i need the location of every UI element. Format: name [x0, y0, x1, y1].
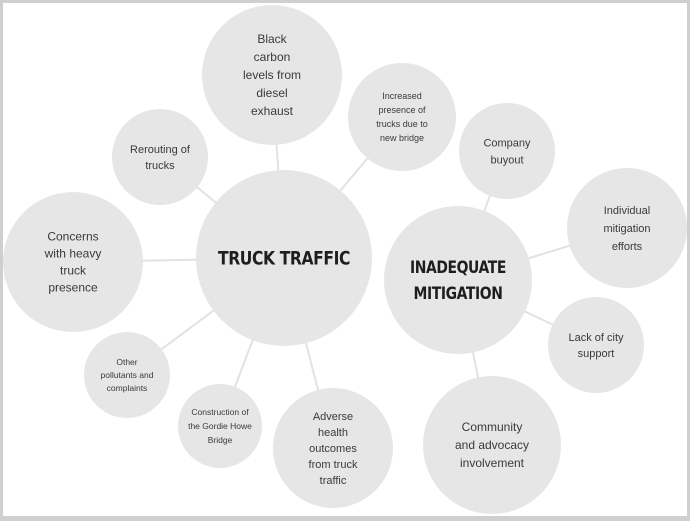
bubble-gordie-howe	[178, 384, 262, 468]
node-label-concerns-heavy-truck: truck	[60, 264, 87, 278]
node-label-concerns-heavy-truck: with heavy	[44, 247, 102, 261]
node-concerns-heavy-truck: Concerns with heavy truck presence	[3, 192, 143, 332]
node-label-lack-city-support: Lack of city	[568, 332, 624, 344]
node-label-black-carbon: Black	[257, 32, 287, 46]
node-individual-mitigation: Individual mitigation efforts	[567, 168, 687, 288]
node-label-other-pollutants: complaints	[107, 383, 148, 393]
bubble-truck-traffic	[196, 170, 372, 346]
node-label-gordie-howe: the Gordie Howe	[188, 421, 252, 431]
diagram-canvas: TRUCK TRAFFIC INADEQUATE MITIGATION Black ca…	[3, 3, 687, 516]
hub-label-inadequate-mitigation: INADEQUATE	[410, 258, 506, 278]
bubble-company-buyout	[459, 103, 555, 199]
bubble-inadequate-mitigation	[384, 206, 532, 354]
node-label-community-advocacy: and advocacy	[455, 438, 529, 452]
node-label-gordie-howe: Construction of	[191, 407, 249, 417]
node-label-gordie-howe: Bridge	[208, 435, 233, 445]
node-label-increased-presence: Increased	[382, 91, 422, 101]
node-label-rerouting: trucks	[145, 160, 175, 172]
node-other-pollutants: Other pollutants and complaints	[84, 332, 170, 418]
node-company-buyout: Company buyout	[459, 103, 555, 199]
node-label-lack-city-support: support	[578, 348, 615, 360]
node-label-adverse-health: Adverse	[313, 411, 353, 423]
bubble-individual-mitigation	[567, 168, 687, 288]
node-label-adverse-health: from truck	[309, 459, 358, 471]
bubble-black-carbon	[202, 5, 342, 145]
node-adverse-health: Adverse health outcomes from truck traffic	[273, 388, 393, 508]
hub-label-truck-traffic: TRUCK TRAFFIC	[218, 248, 350, 270]
node-label-community-advocacy: Community	[462, 420, 523, 434]
node-rerouting: Rerouting of trucks	[112, 109, 208, 205]
node-label-increased-presence: trucks due to	[376, 119, 428, 129]
node-increased-presence: Increased presence of trucks due to new bri…	[348, 63, 456, 171]
node-black-carbon: Black carbon levels from diesel exhaust	[202, 5, 342, 145]
node-label-company-buyout: buyout	[490, 154, 523, 166]
node-label-individual-mitigation: mitigation	[603, 223, 650, 235]
bubble-diagram: TRUCK TRAFFIC INADEQUATE MITIGATION Black ca…	[3, 5, 687, 514]
node-label-black-carbon: carbon	[254, 50, 291, 64]
node-lack-city-support: Lack of city support	[548, 297, 644, 393]
node-label-concerns-heavy-truck: Concerns	[47, 230, 98, 244]
node-label-community-advocacy: involvement	[460, 456, 525, 470]
node-label-increased-presence: presence of	[378, 105, 426, 115]
bubble-lack-city-support	[548, 297, 644, 393]
node-label-individual-mitigation: efforts	[612, 241, 643, 253]
bubble-concerns-heavy-truck	[3, 192, 143, 332]
bubble-increased-presence	[348, 63, 456, 171]
node-label-increased-presence: new bridge	[380, 133, 424, 143]
node-label-adverse-health: health	[318, 427, 348, 439]
node-label-other-pollutants: Other	[116, 357, 137, 367]
bubble-rerouting	[112, 109, 208, 205]
hub-inadequate-mitigation: INADEQUATE MITIGATION	[384, 206, 532, 354]
node-label-individual-mitigation: Individual	[604, 205, 650, 217]
node-label-black-carbon: diesel	[256, 86, 287, 100]
node-label-black-carbon: exhaust	[251, 104, 294, 118]
bubble-adverse-health	[273, 388, 393, 508]
bubble-other-pollutants	[84, 332, 170, 418]
node-label-rerouting: Rerouting of	[130, 144, 191, 156]
node-label-company-buyout: Company	[483, 137, 531, 149]
node-label-black-carbon: levels from	[243, 68, 301, 82]
hub-label-inadequate-mitigation: MITIGATION	[414, 284, 503, 304]
node-community-advocacy: Community and advocacy involvement	[423, 376, 561, 514]
node-label-adverse-health: traffic	[320, 475, 347, 487]
bubble-community-advocacy	[423, 376, 561, 514]
node-label-adverse-health: outcomes	[309, 443, 357, 455]
node-label-other-pollutants: pollutants and	[101, 370, 154, 380]
node-label-concerns-heavy-truck: presence	[48, 281, 98, 295]
hub-truck-traffic: TRUCK TRAFFIC	[196, 170, 372, 346]
